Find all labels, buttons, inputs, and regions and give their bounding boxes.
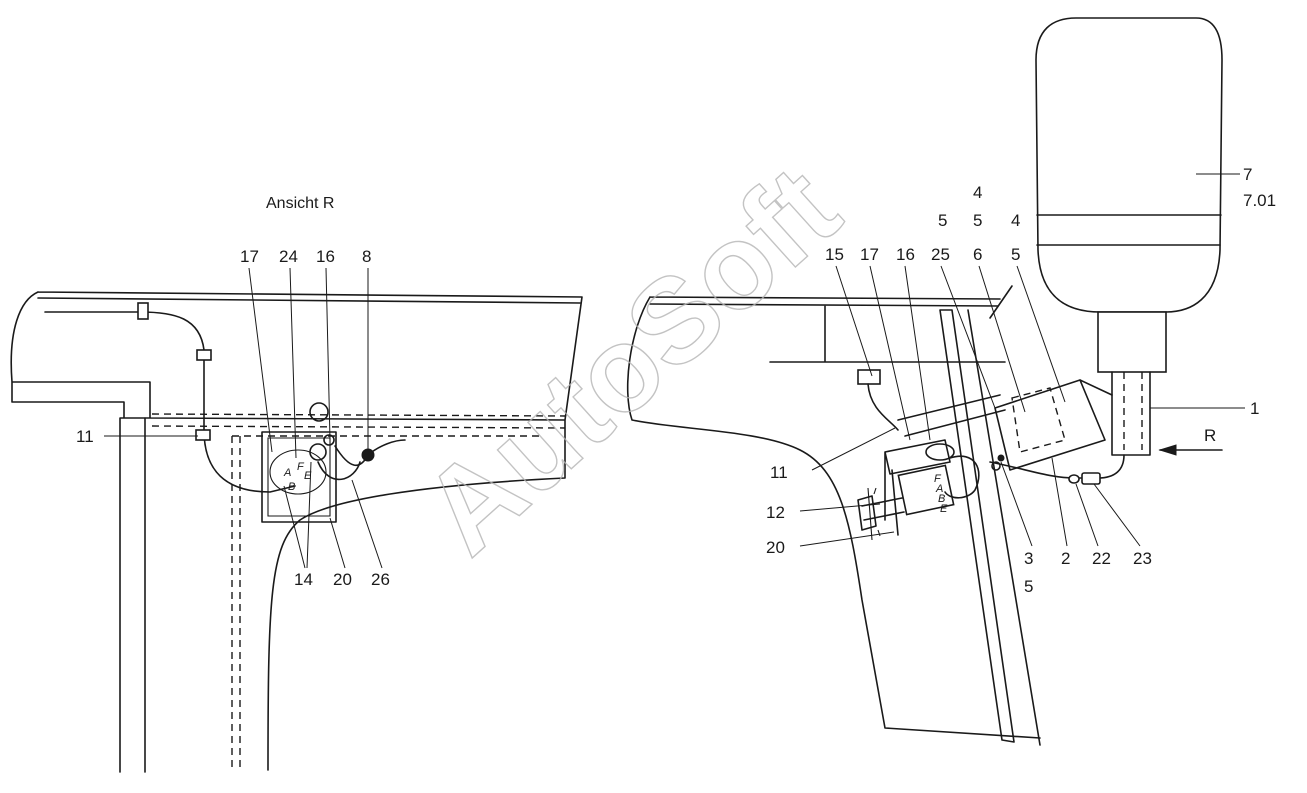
right-frame-outline <box>626 296 1041 739</box>
connector-15 <box>857 369 881 385</box>
relay-housing <box>269 449 327 495</box>
label-4-top: 4 <box>973 183 982 202</box>
label-25: 25 <box>931 245 950 264</box>
ground-wire <box>334 439 406 466</box>
relay-lens <box>925 443 955 461</box>
label-r: R <box>1204 426 1216 445</box>
view-caption: Ansicht R <box>266 195 334 212</box>
grommet-3 <box>997 454 1005 462</box>
cable-clip-top <box>137 302 149 320</box>
cable-clip-low <box>195 429 211 441</box>
right-leaders <box>799 173 1245 547</box>
label-14: 14 <box>294 570 313 589</box>
mounting-plate <box>261 431 337 523</box>
mark-a: A <box>283 467 291 479</box>
mark-b: B <box>288 481 295 493</box>
label-12: 12 <box>766 503 785 522</box>
label-26: 26 <box>371 570 390 589</box>
left-view: Ansicht R A F E B 17 24 16 8 11 14 <box>10 195 583 773</box>
screw-top <box>309 402 329 422</box>
bracket-20 <box>891 469 899 536</box>
label-5-top: 5 <box>938 211 947 230</box>
mark-f: F <box>297 461 305 473</box>
label-4-right: 4 <box>1011 211 1020 230</box>
left-hidden-lines <box>151 413 566 772</box>
label-1: 1 <box>1250 399 1259 418</box>
left-frame-outline <box>10 291 583 773</box>
holder-hidden <box>1011 387 1066 453</box>
label-3: 3 <box>1024 549 1033 568</box>
right-view: F A B E 15 17 16 25 6 4 5 5 4 5 7 7.01 1… <box>626 17 1276 746</box>
holder-bracket <box>994 379 1113 471</box>
antenna <box>989 285 1013 319</box>
plug-22 <box>1068 474 1080 484</box>
plug-23 <box>1081 472 1101 485</box>
label-5-mid: 5 <box>973 211 982 230</box>
label-5-right: 5 <box>1011 245 1020 264</box>
label-11-right: 11 <box>770 463 788 482</box>
relay-body <box>897 464 955 516</box>
label-15: 15 <box>825 245 844 264</box>
plug-12-detail <box>867 487 881 541</box>
label-8: 8 <box>362 247 371 266</box>
beacon-base <box>1097 311 1167 373</box>
wire-26 <box>317 461 361 481</box>
wire-to-mast <box>989 454 1125 479</box>
label-2: 2 <box>1061 549 1070 568</box>
relay-loop <box>944 455 980 499</box>
screw-mid <box>309 443 327 461</box>
label-7: 7 <box>1243 165 1252 184</box>
label-6: 6 <box>973 245 982 264</box>
mast-tube <box>1111 371 1151 456</box>
label-16-right: 16 <box>896 245 915 264</box>
label-16: 16 <box>316 247 335 266</box>
mark-f-right: F <box>934 473 942 485</box>
mark-e: E <box>304 470 312 482</box>
left-frame-inner <box>37 297 581 773</box>
label-23: 23 <box>1133 549 1152 568</box>
mark-b-right: B <box>938 493 945 505</box>
label-20: 20 <box>333 570 352 589</box>
label-24: 24 <box>279 247 298 266</box>
mast-hidden <box>1123 372 1143 450</box>
cable-clip-mid <box>196 349 212 361</box>
watermark: AutoSoft <box>398 141 864 579</box>
bolt-3 <box>991 461 1001 471</box>
label-11: 11 <box>76 427 94 446</box>
label-17-right: 17 <box>860 245 879 264</box>
cable-15 <box>867 383 899 431</box>
pillar-plate <box>897 394 1006 437</box>
mark-e-right: E <box>940 503 948 515</box>
label-7-01: 7.01 <box>1243 191 1276 210</box>
beacon-bands <box>1036 214 1222 246</box>
mark-a-right: A <box>935 483 943 495</box>
arrow-r-head <box>1158 444 1177 456</box>
beacon-dome <box>1035 17 1223 313</box>
mounting-plate-inner <box>267 437 331 517</box>
label-5-bottom: 5 <box>1024 577 1033 596</box>
screw-small <box>323 434 335 446</box>
left-leaders <box>104 267 383 569</box>
relay-clamp <box>884 439 951 521</box>
label-22: 22 <box>1092 549 1111 568</box>
pillar-strip <box>939 309 1041 746</box>
label-20-right: 20 <box>766 538 785 557</box>
label-17: 17 <box>240 247 259 266</box>
